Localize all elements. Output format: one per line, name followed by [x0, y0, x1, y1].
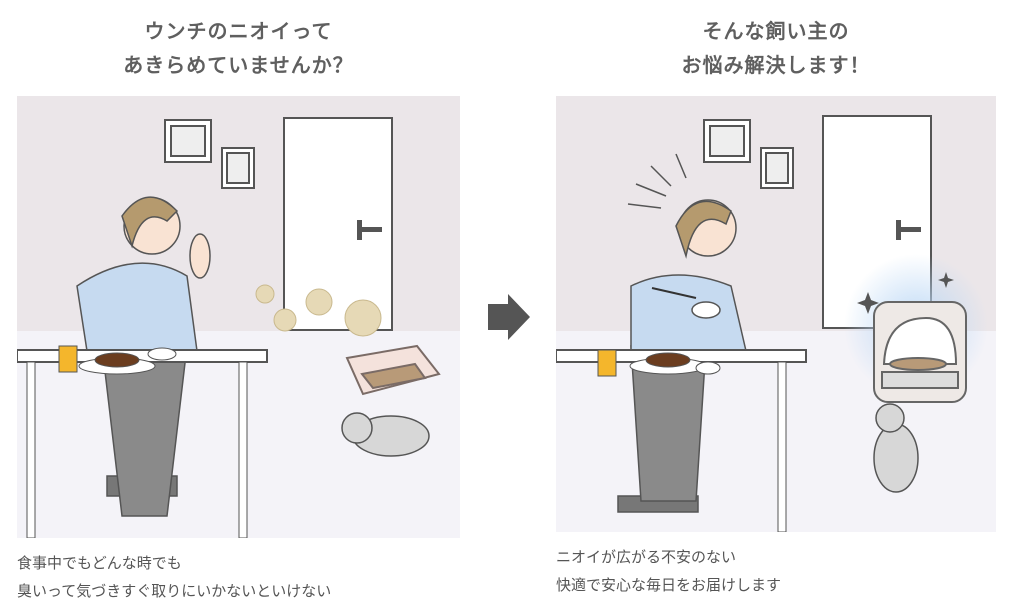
- left-caption-line-1: 食事中でもどんな時でも: [17, 554, 182, 572]
- sparkle-icon: [857, 272, 954, 314]
- dining-table: [17, 349, 268, 538]
- picture-frame: [164, 119, 255, 189]
- right-heading-line-1: そんな飼い主の: [702, 19, 850, 43]
- door: [283, 117, 393, 331]
- litter-box: [345, 344, 441, 396]
- cat: [341, 412, 430, 457]
- right-caption: ニオイが広がる不安のない 快適で安心な毎日をお届けします: [556, 543, 781, 599]
- right-heading-line-2: お悩み解決します！: [681, 53, 871, 77]
- person: [617, 199, 747, 513]
- meal: [58, 345, 177, 375]
- left-heading-line-1: ウンチのニオイって: [144, 19, 333, 43]
- person: [76, 196, 211, 517]
- meal: [597, 349, 721, 377]
- odor-cloud-icon: [255, 284, 382, 337]
- left-heading: ウンチのニオイって あきらめていませんか？: [17, 14, 460, 82]
- picture-frame: [703, 119, 794, 189]
- after-illustration: [556, 96, 996, 532]
- arrow-right-icon: [486, 294, 530, 340]
- cat: [873, 403, 919, 493]
- left-caption: 食事中でもどんな時でも 臭いって気づきすぐ取りにいかないといけない: [17, 549, 331, 605]
- before-illustration: [17, 96, 460, 538]
- left-caption-line-2: 臭いって気づきすぐ取りにいかないといけない: [17, 582, 332, 600]
- right-caption-line-2: 快適で安心な毎日をお届けします: [556, 576, 782, 594]
- surprise-lines: [627, 153, 687, 209]
- left-heading-line-2: あきらめていませんか？: [123, 53, 354, 77]
- right-caption-line-1: ニオイが広がる不安のない: [556, 548, 737, 566]
- automatic-litter-box: [873, 301, 967, 403]
- right-heading: そんな飼い主の お悩み解決します！: [556, 14, 996, 82]
